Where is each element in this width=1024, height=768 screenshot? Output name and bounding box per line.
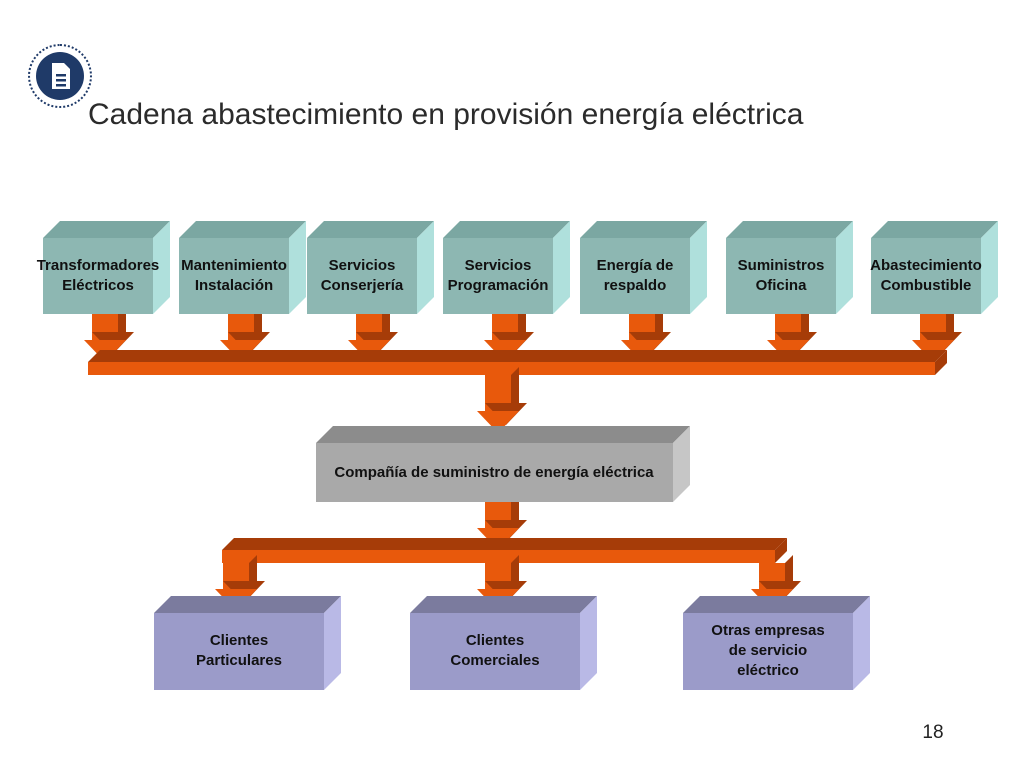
supplier-box-transformadores (43, 221, 170, 314)
arrow-to-clientes-0 (215, 555, 265, 611)
company-box (316, 426, 690, 502)
customer-box-0 (154, 596, 341, 690)
logo-badge (28, 44, 92, 108)
arrow-servicios (484, 306, 534, 362)
supplier-label-abastecimiento: Abastecimiento Combustible (870, 257, 982, 294)
arrows-layer (84, 306, 962, 611)
company-label: Compañía de suministro de energía eléctr… (334, 464, 654, 481)
supplier-label-servicios: Servicios Conserjería (320, 257, 404, 294)
supplier-label-suministros: Suministros Oficina (737, 257, 825, 294)
arrow-abastecimiento (912, 306, 962, 362)
supplier-label-servicios: Servicios Programación (447, 257, 549, 294)
supplier-label-transformadores: Transformadores Eléctricos (36, 257, 160, 294)
supplier-box-mantenimiento (179, 221, 306, 314)
customer-label-2: Otras empresas de servicio eléctrico (711, 622, 825, 679)
supplier-box-abastecimiento (871, 221, 998, 314)
page-number: 18 (922, 722, 944, 743)
supplier-box-servicios (443, 221, 570, 314)
supplier-label-energia-de: Energía de respaldo (596, 257, 674, 294)
top-collector-bar (88, 350, 947, 375)
bottom-distribution-bar (222, 538, 787, 563)
arrow-to-company (477, 367, 527, 433)
boxes-layer (43, 221, 998, 690)
arrow-mantenimiento (220, 306, 270, 362)
supplier-label-mantenimiento: Mantenimiento Instalación (181, 257, 287, 294)
supplier-box-suministros (726, 221, 853, 314)
customer-box-1 (410, 596, 597, 690)
customer-label-1: Clientes Comerciales (450, 632, 540, 669)
arrow-energia-de (621, 306, 671, 362)
arrow-transformadores (84, 306, 134, 362)
slide-title: Cadena abastecimiento en provisión energ… (88, 98, 804, 131)
customer-label-0: Clientes Particulares (196, 632, 282, 669)
supplier-box-servicios (307, 221, 434, 314)
supplier-box-energia-de (580, 221, 707, 314)
document-icon (36, 52, 84, 100)
customer-box-2 (683, 596, 870, 690)
